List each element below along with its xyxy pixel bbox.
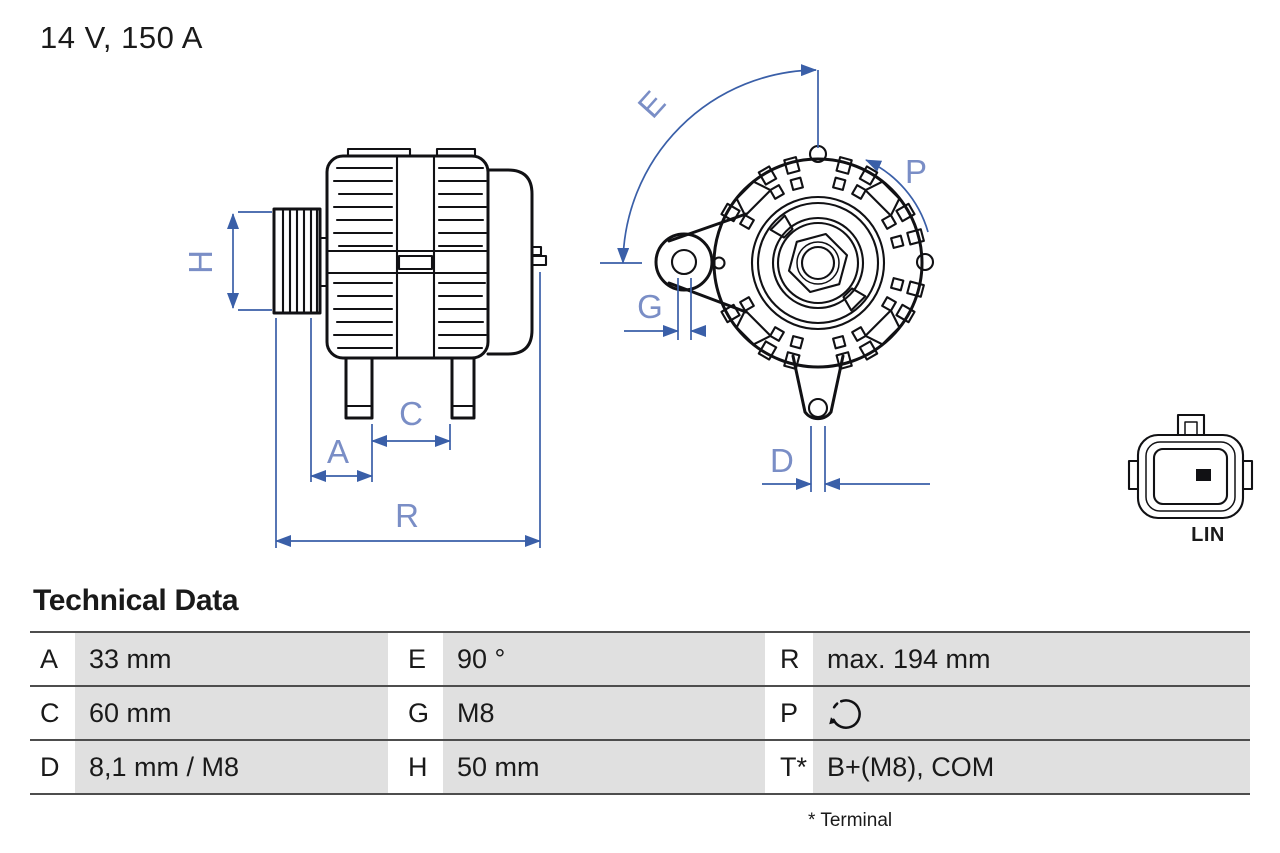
- table-value: B+(M8), COM: [813, 741, 1250, 793]
- terminal-footnote: * Terminal: [808, 810, 893, 831]
- table-value: 8,1 mm / M8: [75, 741, 388, 793]
- alternator-front-view: [654, 144, 935, 421]
- dim-label-p: P: [905, 153, 927, 190]
- dim-label-h: H: [182, 250, 219, 274]
- side-view-dimensions: H A C R: [182, 211, 541, 548]
- front-view-dimensions: E P G D: [600, 64, 930, 492]
- table-value: 33 mm: [75, 633, 388, 685]
- table-value: 90 °: [443, 633, 765, 685]
- alternator-side-view: [272, 147, 548, 420]
- table-row: D 8,1 mm / M8 H 50 mm T* B+(M8), COM: [30, 741, 1250, 795]
- table-key: A: [30, 633, 75, 685]
- dim-label-a: A: [327, 433, 349, 470]
- dim-label-e: E: [630, 84, 672, 125]
- table-value: 60 mm: [75, 687, 388, 739]
- table-key: T*: [765, 741, 813, 793]
- table-row: C 60 mm G M8 P: [30, 687, 1250, 741]
- table-value: [813, 687, 1250, 739]
- technical-data-heading: Technical Data: [33, 584, 239, 617]
- connector-plug-icon: [1127, 413, 1254, 520]
- dim-label-g: G: [637, 288, 663, 325]
- table-key: C: [30, 687, 75, 739]
- table-key: H: [388, 741, 443, 793]
- rotation-direction-icon: [829, 699, 861, 729]
- technical-data-table: A 33 mm E 90 ° R max. 194 mm C 60 mm G M…: [30, 631, 1250, 795]
- connector-pin: [1196, 469, 1211, 481]
- table-key: R: [765, 633, 813, 685]
- table-value: 50 mm: [443, 741, 765, 793]
- table-key: P: [765, 687, 813, 739]
- table-value: M8: [443, 687, 765, 739]
- table-key: G: [388, 687, 443, 739]
- table-value: max. 194 mm: [813, 633, 1250, 685]
- table-key: D: [30, 741, 75, 793]
- dim-label-c: C: [399, 395, 423, 432]
- connector-label: LIN: [1191, 524, 1225, 546]
- dim-label-d: D: [770, 442, 794, 479]
- table-row: A 33 mm E 90 ° R max. 194 mm: [30, 633, 1250, 687]
- dim-label-r: R: [395, 497, 419, 534]
- table-key: E: [388, 633, 443, 685]
- page-title: 14 V, 150 A: [40, 20, 203, 55]
